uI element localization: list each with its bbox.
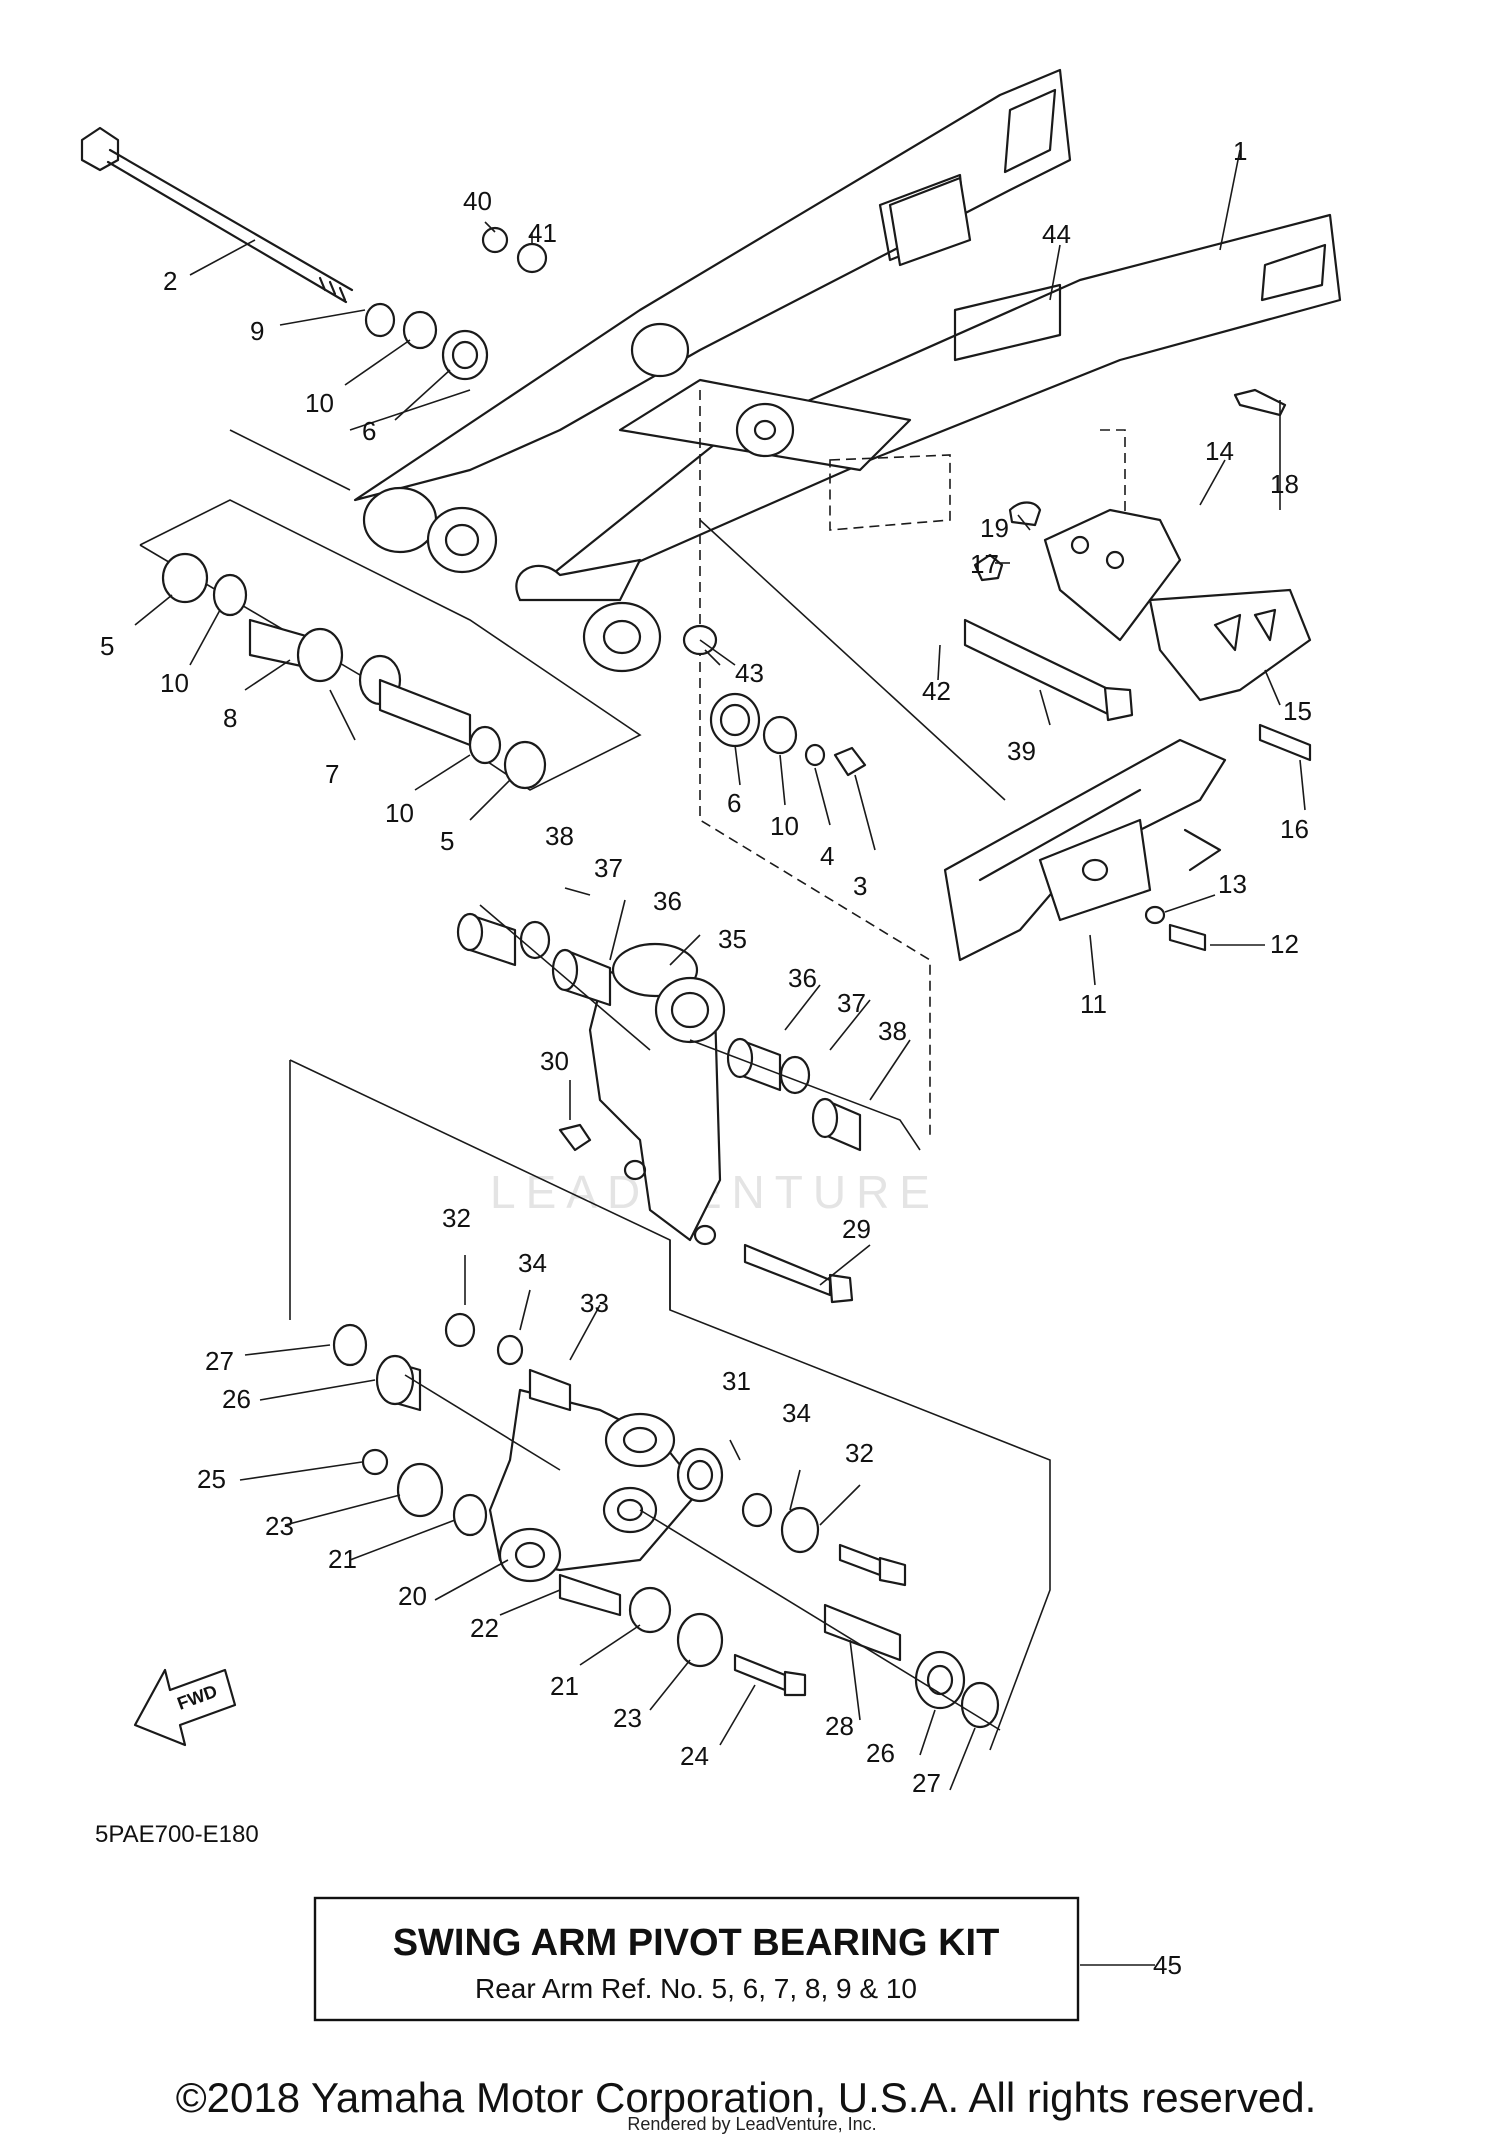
fwd-arrow-icon: FWD — [133, 1668, 237, 1747]
bearing-kit-box: SWING ARM PIVOT BEARING KIT Rear Arm Ref… — [313, 1896, 1182, 2022]
callout-22: 22 — [470, 1613, 499, 1643]
pivot-collar-group — [139, 499, 642, 791]
callout-44: 44 — [1042, 219, 1071, 249]
callout-38: 38 — [878, 1016, 907, 1046]
callout-6: 6 — [727, 788, 741, 818]
callout-29: 29 — [842, 1214, 871, 1244]
callout-18: 18 — [1270, 469, 1299, 499]
callout-9: 9 — [250, 316, 264, 346]
callout-21: 21 — [550, 1671, 579, 1701]
callout-34: 34 — [518, 1248, 547, 1278]
callout-36: 36 — [788, 963, 817, 993]
callout-labels: 1 2 3 4 5 5 6 6 7 8 9 10 10 10 10 11 12 … — [100, 136, 1312, 1798]
kit-ref-number: 45 — [1153, 1950, 1182, 1980]
callout-7: 7 — [325, 759, 339, 789]
callout-39: 39 — [1007, 736, 1036, 766]
callout-13: 13 — [1218, 869, 1247, 899]
callout-34: 34 — [782, 1398, 811, 1428]
callout-10: 10 — [385, 798, 414, 828]
callout-24: 24 — [680, 1741, 709, 1771]
top-left-bearings — [229, 226, 548, 491]
callout-6: 6 — [362, 416, 376, 446]
copyright-notice: ©2018 Yamaha Motor Corporation, U.S.A. A… — [176, 2074, 1317, 2121]
callout-40: 40 — [463, 186, 492, 216]
kit-title: SWING ARM PIVOT BEARING KIT — [393, 1922, 1000, 1964]
callout-12: 12 — [1270, 929, 1299, 959]
callout-10: 10 — [305, 388, 334, 418]
callout-33: 33 — [580, 1288, 609, 1318]
relay-arm-drawing — [456, 904, 921, 1304]
callout-23: 23 — [265, 1511, 294, 1541]
rendered-by-note: Rendered by LeadVenture, Inc. — [627, 2114, 876, 2134]
callout-28: 28 — [825, 1711, 854, 1741]
callout-1: 1 — [1233, 136, 1247, 166]
callout-32: 32 — [845, 1438, 874, 1468]
callout-8: 8 — [223, 703, 237, 733]
chain-slider-drawing — [699, 519, 1227, 962]
callout-31: 31 — [722, 1366, 751, 1396]
callout-32: 32 — [442, 1203, 471, 1233]
callout-37: 37 — [594, 853, 623, 883]
callout-10: 10 — [160, 668, 189, 698]
kit-subtitle: Rear Arm Ref. No. 5, 6, 7, 8, 9 & 10 — [475, 1973, 917, 2004]
callout-27: 27 — [205, 1346, 234, 1376]
callout-35: 35 — [718, 924, 747, 954]
callout-26: 26 — [222, 1384, 251, 1414]
callout-43: 43 — [735, 658, 764, 688]
callout-41: 41 — [528, 218, 557, 248]
diagram-code: 5PAE700-E180 — [95, 1821, 259, 1848]
callout-21: 21 — [328, 1544, 357, 1574]
callout-19: 19 — [980, 513, 1009, 543]
caliper-bracket-drawing — [963, 388, 1312, 762]
callout-30: 30 — [540, 1046, 569, 1076]
callout-11: 11 — [1080, 989, 1107, 1019]
swing-arm-drawing — [353, 68, 1342, 1140]
right-pivot-hardware — [682, 624, 867, 777]
callout-15: 15 — [1283, 696, 1312, 726]
axle-drawing — [80, 126, 354, 304]
callout-2: 2 — [163, 266, 177, 296]
callout-17: 17 — [970, 549, 999, 579]
relay-link-drawing — [332, 1312, 1001, 1731]
callout-25: 25 — [197, 1464, 226, 1494]
callout-26: 26 — [866, 1738, 895, 1768]
callout-36: 36 — [653, 886, 682, 916]
leader-lines — [134, 149, 1306, 1966]
callout-20: 20 — [398, 1581, 427, 1611]
callout-5: 5 — [100, 631, 114, 661]
callout-27: 27 — [912, 1768, 941, 1798]
callout-4: 4 — [820, 841, 834, 871]
callout-37: 37 — [837, 988, 866, 1018]
link-group-frame — [289, 1059, 1051, 1751]
callout-16: 16 — [1280, 814, 1309, 844]
callout-38: 38 — [545, 821, 574, 851]
callout-42: 42 — [922, 676, 951, 706]
callout-10: 10 — [770, 811, 799, 841]
callout-3: 3 — [853, 871, 867, 901]
callout-5: 5 — [440, 826, 454, 856]
callout-14: 14 — [1205, 436, 1234, 466]
callout-23: 23 — [613, 1703, 642, 1733]
